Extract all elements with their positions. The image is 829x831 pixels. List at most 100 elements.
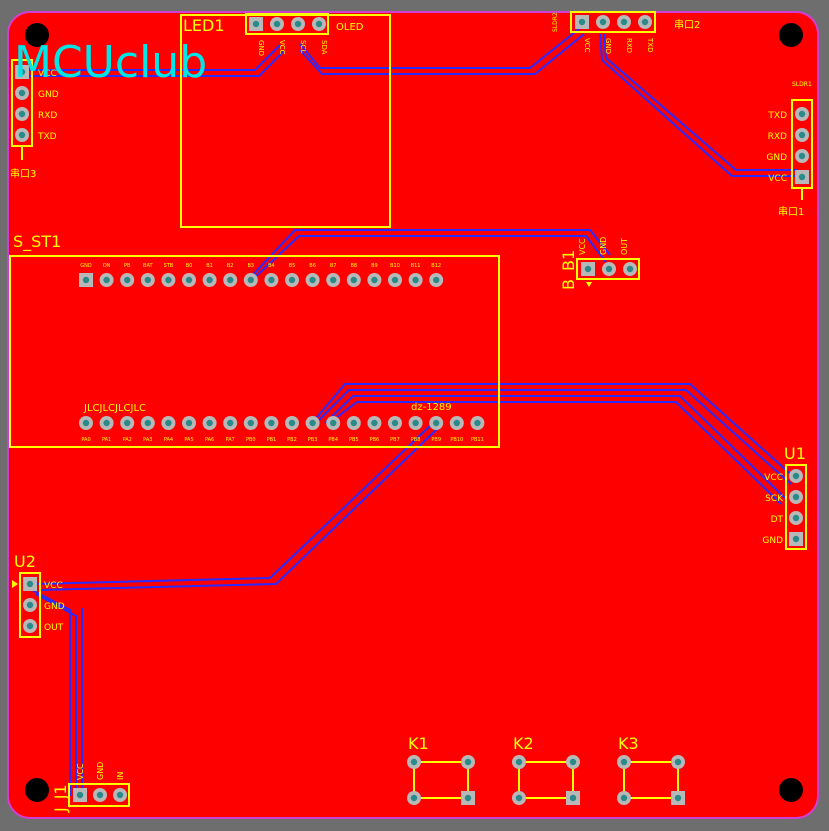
pin-pad — [566, 791, 580, 805]
st-silk-text: JLCJLCJLCJLC — [83, 403, 146, 414]
jj1-designator: J_J1 — [51, 784, 71, 813]
pin-pad — [596, 15, 610, 29]
pin-pad — [407, 791, 421, 805]
pin-label: VCC — [44, 581, 63, 591]
pin-label: PB9 — [431, 437, 441, 443]
pin-label: PB5 — [349, 437, 359, 443]
pin-pad — [23, 577, 37, 591]
pin-label: B11 — [411, 263, 421, 269]
pin-pad — [249, 17, 263, 31]
pin-pad — [182, 273, 196, 287]
button-k3: K3 — [617, 734, 685, 805]
pin-label: PA3 — [143, 437, 152, 443]
pin-pad — [388, 416, 402, 430]
pin-label: GND — [766, 153, 787, 163]
pin-pad — [312, 17, 326, 31]
pin-pad — [346, 273, 361, 287]
pin-label: GND — [257, 40, 265, 56]
pin-pad — [623, 262, 637, 276]
pin-label: PB8 — [411, 437, 421, 443]
pin-pad — [617, 15, 631, 29]
u1-designator: U1 — [784, 444, 806, 463]
uart3-designator: 串口3 — [10, 168, 36, 180]
button-designator: K3 — [618, 734, 639, 753]
pin-pad — [429, 273, 444, 287]
pin-pad — [15, 128, 29, 142]
pin-pad — [161, 273, 176, 287]
pin-pad — [789, 469, 803, 483]
pin-pad — [795, 170, 809, 184]
pin-pad — [671, 791, 685, 805]
pin-pad — [99, 273, 114, 287]
pin-pad — [305, 416, 320, 430]
st-designator: S_ST1 — [13, 232, 61, 252]
pin-pad — [326, 273, 341, 287]
pin-label: PB11 — [471, 437, 484, 443]
pin-pad — [326, 416, 341, 430]
pin-pad — [512, 755, 526, 769]
pin-pad — [73, 788, 87, 802]
pin-label: PA6 — [205, 437, 214, 443]
pin-pad — [789, 532, 803, 546]
pin-pad — [264, 273, 279, 287]
pin-label: RXD — [768, 132, 787, 142]
pin-pad — [285, 273, 299, 287]
pin-label: B1 — [206, 263, 213, 269]
st-title: dz-1289 — [411, 402, 452, 413]
pin-label: VCC — [38, 69, 57, 79]
pin-pad — [15, 107, 29, 121]
pin-label: OUT — [44, 623, 64, 633]
pin-pad — [223, 416, 238, 430]
pin-label: VCC — [578, 238, 587, 255]
pin-label: B9 — [371, 263, 378, 269]
pin-pad — [264, 416, 279, 430]
pin-label: GND — [38, 90, 59, 100]
button-k1: K1 — [407, 734, 475, 805]
pin-label: PA5 — [184, 437, 193, 443]
pin-pad — [408, 273, 423, 287]
pin-label: VCC — [76, 763, 85, 780]
pin-label: PA0 — [81, 437, 90, 443]
pin-pad — [566, 755, 580, 769]
pin-label: VCC — [768, 174, 787, 184]
button-k2: K2 — [512, 734, 580, 805]
pin-label: B0 — [186, 263, 193, 269]
pin-pad — [795, 107, 809, 121]
pin-pad — [449, 416, 464, 430]
pin-pad — [99, 416, 114, 430]
pin-label: GND — [762, 536, 783, 546]
pin-label: STB — [164, 263, 174, 269]
pin-pad — [15, 65, 29, 79]
pin-pad — [270, 17, 284, 31]
pin-label: B3 — [247, 263, 254, 269]
pin-pad — [512, 791, 526, 805]
pin-label: PA1 — [102, 437, 111, 443]
pin-pad — [93, 788, 107, 802]
pin-label: PB4 — [328, 437, 338, 443]
pin-label: B5 — [289, 263, 296, 269]
tactile-buttons: K1 K2 K3 — [407, 734, 685, 805]
pin-label: TXD — [767, 111, 787, 121]
button-designator: K2 — [513, 734, 534, 753]
pin-pad — [23, 598, 37, 612]
pin-label: PA4 — [164, 437, 173, 443]
pin-label: RXD — [625, 38, 633, 53]
oled-name: OLED — [336, 22, 364, 33]
pin-pad — [161, 416, 176, 430]
traces — [22, 27, 797, 796]
pin-label: PB0 — [246, 437, 256, 443]
pin-label: VCC — [764, 473, 783, 483]
pin-pad — [140, 273, 155, 287]
pin-label: OUT — [620, 238, 629, 255]
pin-label: B4 — [268, 263, 275, 269]
pin-pad — [285, 416, 299, 430]
pin-label: PB3 — [308, 437, 318, 443]
pin-pad — [202, 273, 217, 287]
pin-pad — [120, 273, 135, 287]
pin-pad — [617, 755, 631, 769]
pin-pad — [461, 755, 475, 769]
pin-label: SCL — [299, 40, 307, 53]
